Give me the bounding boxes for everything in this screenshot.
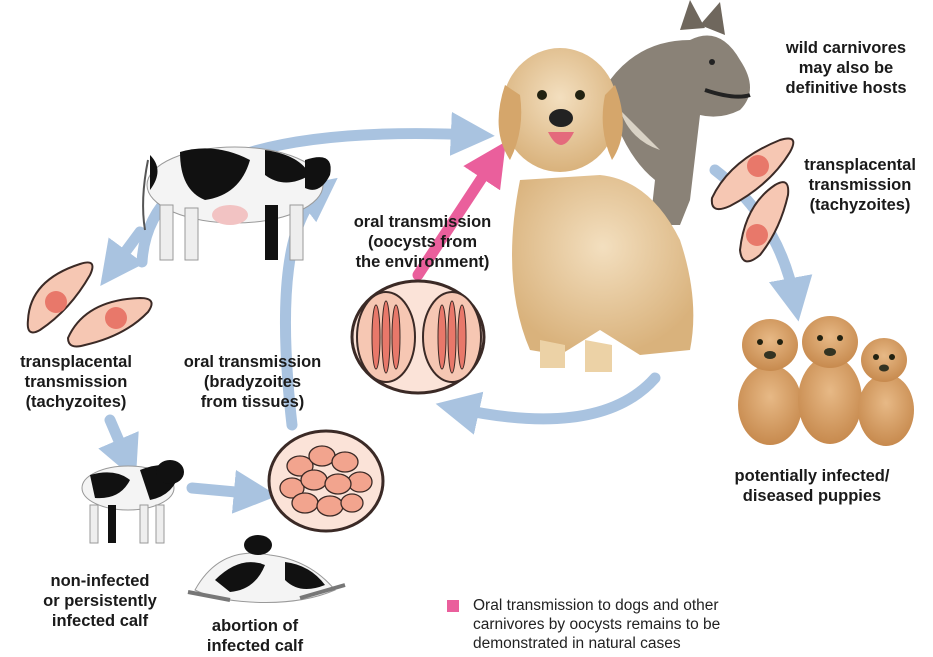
tissue-cyst-icon — [269, 431, 383, 531]
label-oral-oocysts: oral transmission (oocysts from the envi… — [335, 212, 510, 272]
label-oral-bradyzoites: oral transmission (bradyzoites from tiss… — [170, 352, 335, 412]
label-calf: non-infected or persistently infected ca… — [30, 571, 170, 631]
label-transplacental-left: transplacental transmission (tachyzoites… — [6, 352, 146, 412]
label-abortion: abortion of infected calf — [195, 616, 315, 656]
calf-illustration — [82, 460, 184, 543]
oocyst-icon — [352, 281, 484, 393]
label-puppies: potentially infected/ diseased puppies — [722, 466, 902, 506]
tachyzoite-icon — [28, 262, 152, 346]
arrow-calf-to-tissuecyst — [192, 488, 258, 494]
arrow-return-to-oocyst — [455, 378, 655, 419]
cow-illustration — [143, 147, 331, 260]
legend-swatch-pink — [447, 600, 459, 612]
label-wild-carnivores: wild carnivores may also be definitive h… — [766, 38, 926, 98]
legend-text: Oral transmission to dogs and other carn… — [473, 596, 720, 653]
arrow-tachyzoites-to-calf — [110, 420, 128, 462]
arrow-cow-to-tachyzoites-left — [112, 232, 140, 270]
aborted-calf-illustration — [188, 535, 345, 603]
label-transplacental-right: transplacental transmission (tachyzoites… — [790, 155, 930, 215]
puppies-illustration — [738, 316, 914, 446]
